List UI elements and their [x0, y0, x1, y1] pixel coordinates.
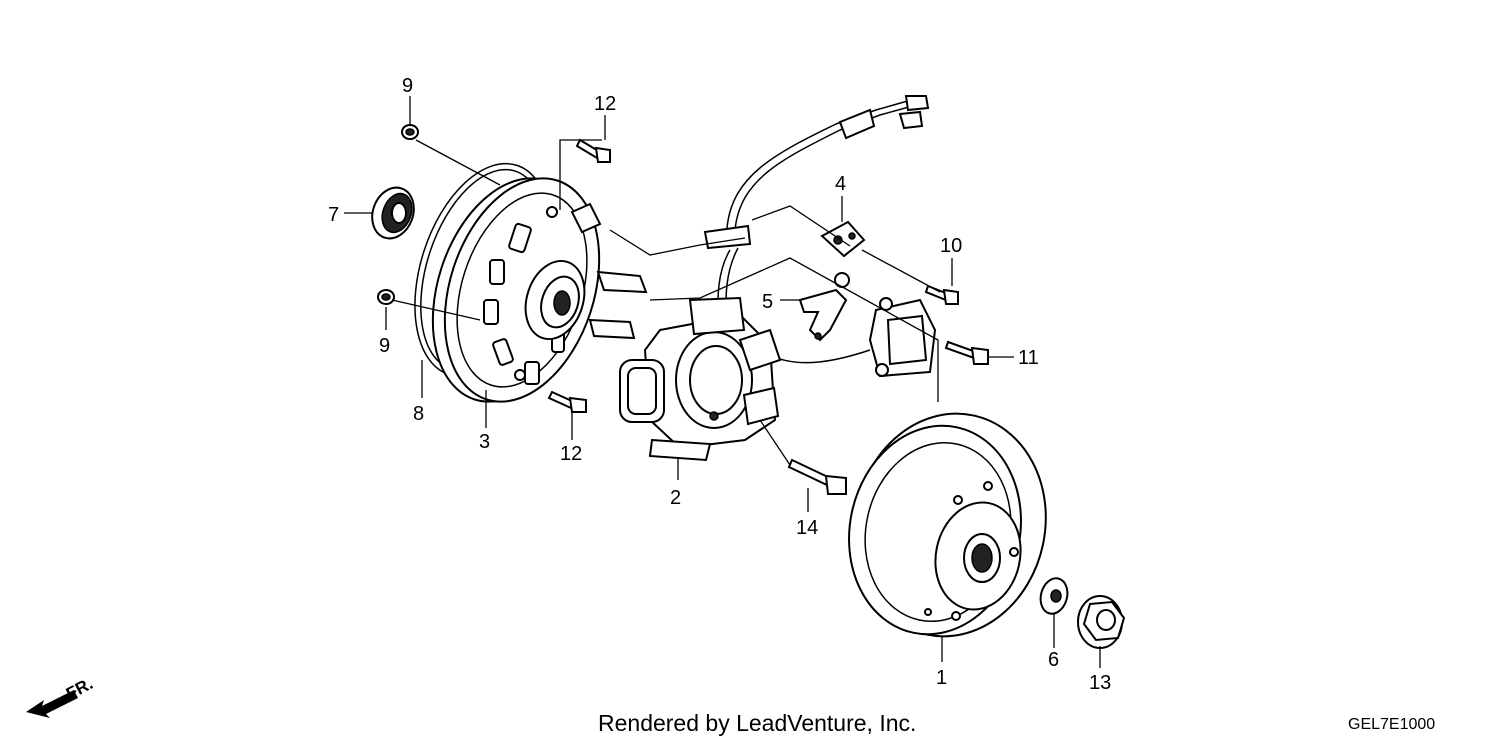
pulse-generator [868, 297, 937, 378]
bracket [820, 220, 866, 258]
stator [619, 296, 782, 462]
crankcase-cover [431, 177, 648, 403]
dowel-pin-bottom [377, 289, 395, 305]
callout-3: 3 [479, 431, 490, 453]
diagram-code: GEL7E1000 [1348, 716, 1436, 733]
front-direction-arrow: FR. [26, 674, 96, 718]
render-credit: Rendered by LeadVenture, Inc. [598, 710, 917, 736]
callout-12-bottom: 12 [560, 443, 582, 465]
washer [1039, 577, 1069, 615]
callout-5: 5 [762, 291, 773, 313]
callout-9-top: 9 [402, 75, 413, 97]
callout-1: 1 [936, 667, 947, 689]
screw-10 [924, 284, 959, 305]
leader-lines [344, 96, 1101, 668]
arrow-icon [26, 690, 78, 718]
callout-7: 7 [328, 204, 339, 226]
callouts: 9 12 7 9 8 3 12 2 4 10 5 11 14 1 6 13 [328, 75, 1111, 694]
clamp [798, 272, 850, 342]
dowel-pin-top [401, 124, 419, 140]
callout-9-bottom: 9 [379, 335, 390, 357]
callout-10: 10 [940, 235, 962, 257]
callout-6: 6 [1048, 649, 1059, 671]
callout-8: 8 [413, 403, 424, 425]
callout-11: 11 [1018, 347, 1039, 369]
callout-13: 13 [1089, 672, 1111, 694]
callout-12-top: 12 [594, 93, 616, 115]
bolt-12-bottom [547, 390, 587, 413]
flange-nut [1077, 595, 1126, 649]
callout-4: 4 [835, 173, 846, 195]
flywheel [848, 412, 1047, 638]
callout-2: 2 [670, 487, 681, 509]
bolt-14 [787, 458, 847, 495]
bolt-11 [944, 340, 989, 365]
bolt-12-top [575, 138, 611, 163]
callout-14: 14 [796, 517, 818, 539]
oil-seal [371, 186, 415, 240]
